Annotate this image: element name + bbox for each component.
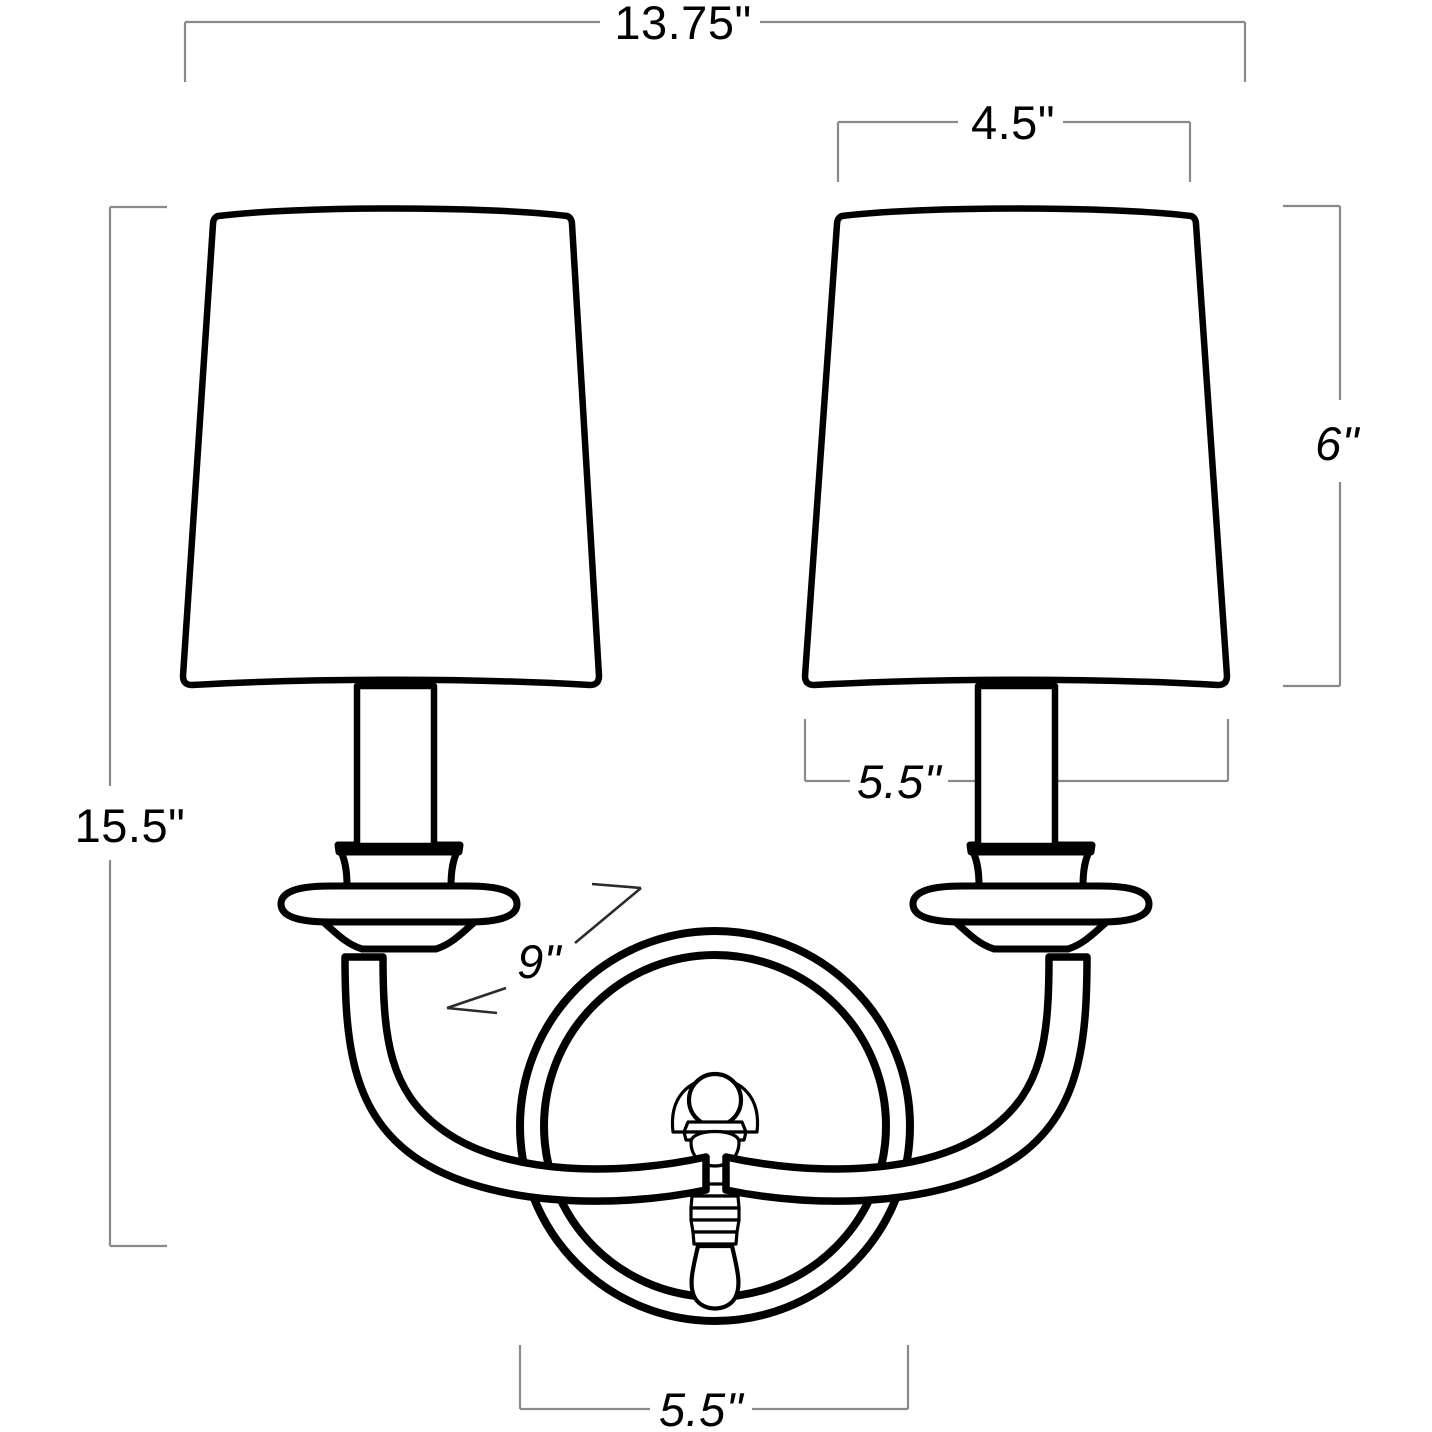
left-bobeche-plate [277, 882, 521, 926]
dimension-overall-width: 13.75" [183, 0, 1247, 82]
extension-leader-upper [574, 887, 642, 944]
left-bobeche [277, 841, 521, 953]
left-arm-tube [341, 953, 710, 1205]
backplate-width-label: 5.5" [659, 1383, 745, 1432]
left-candle-stem [353, 682, 438, 850]
left-lamp-shade-body [179, 205, 603, 689]
extension-leader-upper-tick [591, 882, 642, 890]
finial-ring-4 [689, 1218, 741, 1234]
right-lamp-shade [801, 205, 1231, 689]
finial-ball [686, 1071, 744, 1129]
right-bobeche [909, 841, 1153, 953]
left-curved-arm [341, 953, 710, 1205]
dimension-overall-height: 15.5" [75, 205, 186, 1248]
shade-height-label: 6" [1315, 417, 1361, 470]
right-candle-stem-body [974, 682, 1059, 850]
dimension-shade-bottom-diameter: 5.5" [803, 719, 1230, 808]
finial-teardrop [689, 1243, 741, 1311]
extension-leader-lower [446, 986, 507, 1010]
extension-leader-lower-tick [446, 1006, 498, 1015]
dimension-extension-depth: 9" [446, 882, 642, 1015]
right-candle-stem [974, 682, 1059, 850]
dimension-backplate-width: 5.5" [518, 1345, 910, 1432]
overall-height-label: 15.5" [75, 799, 186, 852]
right-lamp-shade-body [801, 205, 1231, 689]
finial-ring-2 [689, 1194, 741, 1210]
right-bobeche-plate [909, 882, 1153, 926]
right-arm-tube [722, 953, 1091, 1205]
left-candle-stem-body [353, 682, 438, 850]
right-bobeche-skirt [948, 915, 1114, 953]
extension-depth-label: 9" [517, 935, 563, 988]
right-curved-arm [722, 953, 1091, 1205]
finial-ring-3 [689, 1206, 741, 1222]
overall-width-label: 13.75" [614, 0, 751, 49]
dimension-shade-height: 6" [1283, 204, 1361, 688]
finial-ring-5 [691, 1230, 739, 1246]
shade-bottom-diameter-label: 5.5" [857, 755, 943, 808]
left-bobeche-skirt [316, 915, 482, 953]
left-lamp-shade [179, 205, 603, 689]
dimension-shade-top-diameter: 4.5" [836, 96, 1192, 182]
shade-top-diameter-label: 4.5" [971, 96, 1055, 149]
